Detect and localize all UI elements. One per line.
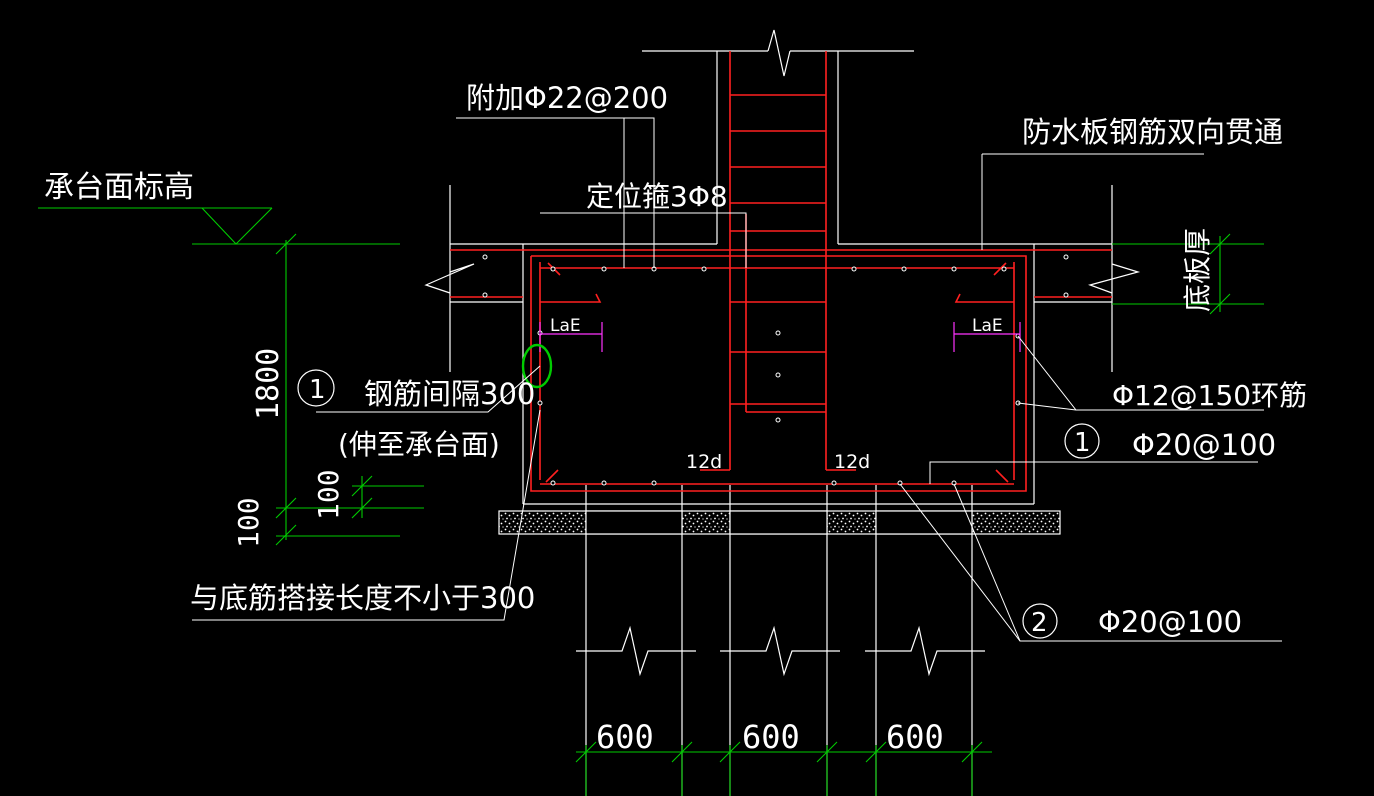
- cap-top-elevation-label: 承台面标高: [44, 170, 194, 205]
- anchor-right-label: LaE: [972, 316, 1003, 336]
- anchor-dims: [539, 322, 1021, 352]
- rebar-group: [450, 51, 1112, 492]
- marker-1a-label: 1: [309, 375, 326, 405]
- pile-3-dim: 600: [886, 718, 944, 756]
- lap-length-label: 与底筋搭接长度不小于300: [190, 581, 535, 615]
- dim-100-a: 100: [312, 469, 345, 520]
- hook-left-label: 12d: [686, 451, 722, 473]
- hook-right-label: 12d: [834, 451, 870, 473]
- ring-rebar-label: Φ12@150环筋: [1112, 379, 1307, 412]
- marker-circles: [297, 369, 1100, 639]
- positioning-stirrup-label: 定位箍3Φ8: [586, 180, 728, 213]
- rebar-dots: [482, 254, 1069, 486]
- pile-1-dim: 600: [596, 718, 654, 756]
- rebar-1-spec-label: Φ20@100: [1132, 428, 1276, 462]
- marker-1b-label: 1: [1074, 428, 1091, 458]
- total-height-dim: 1800: [251, 348, 286, 420]
- dim-100-b: 100: [232, 497, 265, 548]
- slab-thickness-label: 底板厚: [1181, 228, 1214, 312]
- pile-2-dim: 600: [742, 718, 800, 756]
- anchor-left-label: LaE: [550, 316, 581, 336]
- structure-outline: [424, 29, 1141, 796]
- extend-to-cap-top-label: (伸至承台面): [338, 428, 500, 461]
- extra-rebar-label: 附加Φ22@200: [466, 81, 668, 115]
- rebar-2-spec-label: Φ20@100: [1098, 605, 1242, 639]
- rebar-spacing-label: 钢筋间隔300: [364, 377, 535, 411]
- waterproof-slab-rebar-label: 防水板钢筋双向贯通: [1022, 115, 1283, 149]
- leader-lines: [192, 117, 1282, 642]
- dimension-lines: [38, 207, 1264, 796]
- marker-2-label: 2: [1031, 608, 1048, 638]
